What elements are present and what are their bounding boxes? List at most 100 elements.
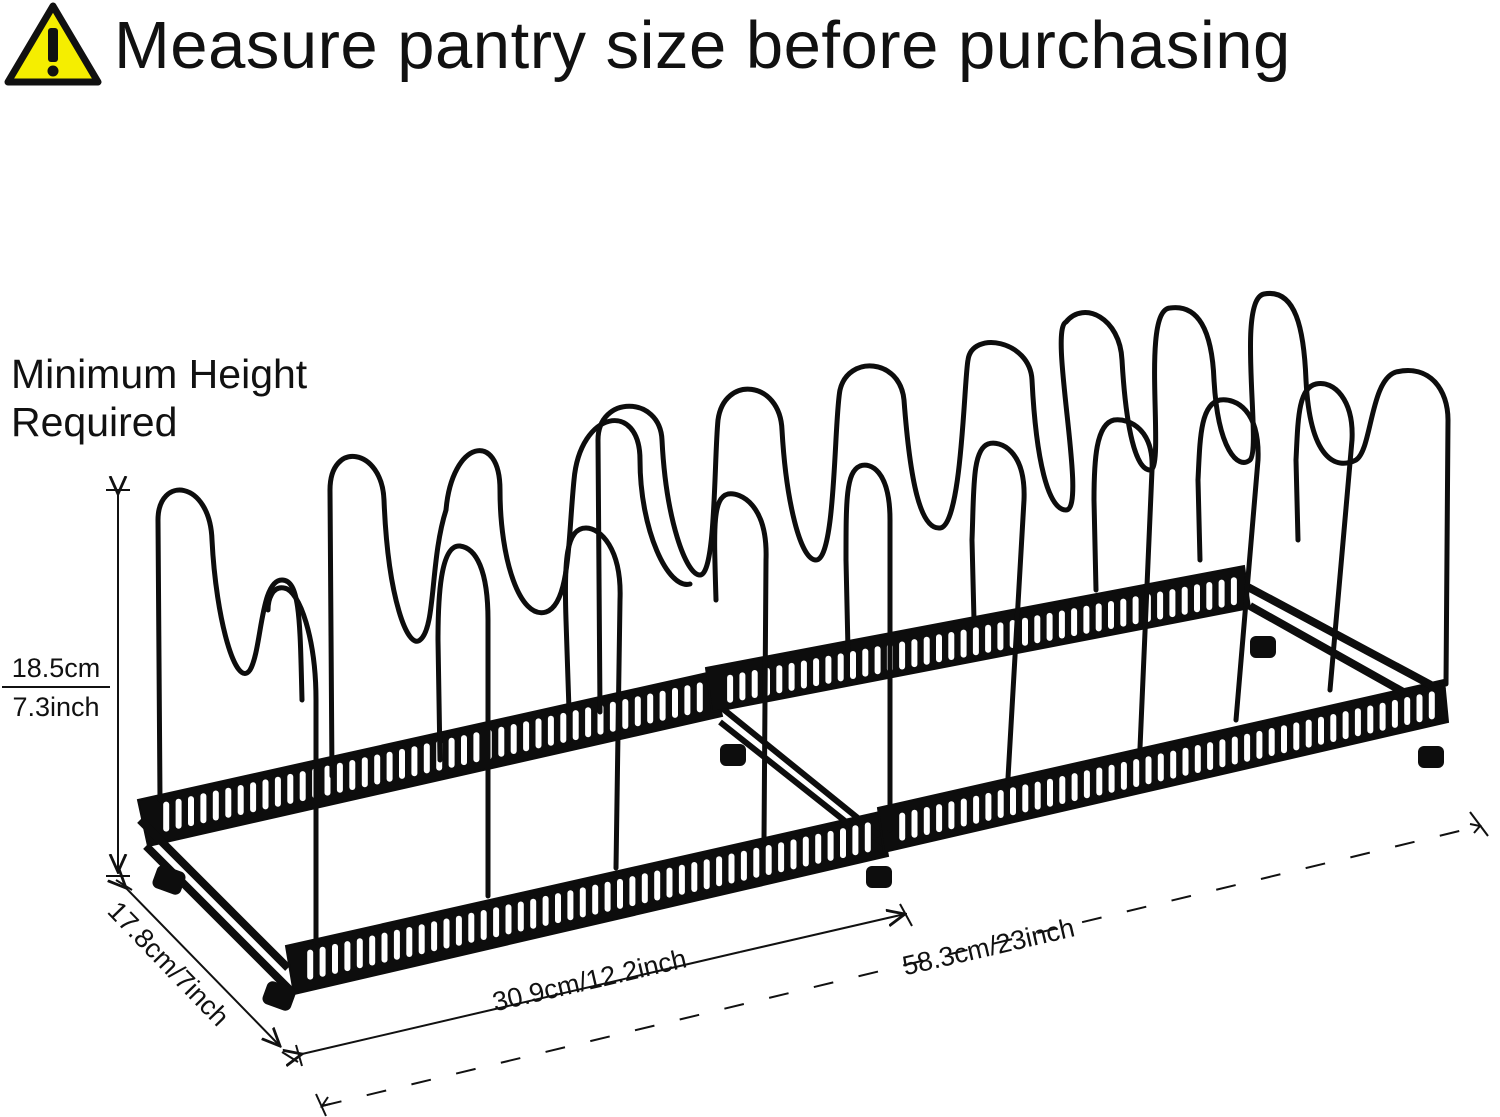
- rail-slot: [307, 949, 314, 980]
- rail-slot: [1071, 608, 1078, 637]
- rail-slot: [443, 918, 450, 949]
- rail-slot: [923, 636, 930, 665]
- rail-slot: [480, 910, 487, 940]
- minimum-height-line1: Minimum Height: [11, 351, 308, 397]
- rail-slot: [985, 624, 992, 653]
- rail-slot: [1071, 773, 1078, 802]
- rail-slot: [1281, 725, 1287, 754]
- rail-slot: [406, 927, 413, 957]
- rail-slot: [1218, 579, 1225, 608]
- rail-slot: [1034, 781, 1041, 810]
- rail-slot: [622, 699, 629, 729]
- rail-slot: [1231, 736, 1238, 765]
- rail-slot: [1181, 586, 1188, 615]
- rail-slot: [262, 779, 269, 810]
- rail-slot: [1059, 776, 1066, 804]
- rail-slot: [1244, 733, 1251, 762]
- rail-slot: [324, 765, 331, 796]
- rail-slot: [1391, 699, 1398, 728]
- rail-slot: [1206, 582, 1213, 610]
- page-title: Measure pantry size before purchasing: [114, 8, 1291, 83]
- rail-slot: [1367, 705, 1374, 734]
- rail-slot: [1133, 759, 1140, 787]
- rail-slot: [778, 842, 785, 873]
- rail-slot: [1022, 617, 1028, 646]
- rail-slot: [948, 632, 955, 660]
- rail-slot: [1268, 728, 1275, 756]
- rail-slot: [973, 795, 980, 824]
- rack-feet: [152, 636, 1444, 1011]
- rail-slot: [659, 690, 666, 721]
- rail-slot: [825, 655, 832, 684]
- min-length-dimension-line: [296, 903, 913, 1066]
- rail-slot: [535, 718, 542, 749]
- rail-slot: [852, 825, 859, 856]
- rail-slot: [960, 798, 967, 827]
- rail-slot: [629, 876, 636, 907]
- rail-slot: [1342, 711, 1349, 740]
- rail-slot: [1428, 691, 1435, 720]
- rail-slot: [911, 639, 918, 668]
- rail-slot: [1096, 767, 1103, 796]
- rail-slot: [604, 881, 611, 912]
- rail-slot: [972, 627, 979, 656]
- rail-slot: [299, 771, 306, 802]
- rail-slot: [530, 898, 537, 929]
- rail-slot: [813, 658, 820, 687]
- rail-slot: [542, 895, 549, 926]
- rail-slot: [567, 890, 574, 921]
- rail-slot: [393, 929, 400, 960]
- rail-slot: [468, 912, 475, 943]
- rail-slot: [1120, 761, 1127, 790]
- rail-slot: [1169, 589, 1176, 618]
- rail-slot: [740, 850, 747, 881]
- rail-slot: [1108, 764, 1115, 793]
- rail-slot: [274, 776, 281, 807]
- rail-slot: [751, 670, 758, 698]
- height-cm-label: 18.5cm: [11, 653, 101, 683]
- rail-slot: [163, 801, 170, 832]
- rail-slot: [1108, 601, 1114, 629]
- rail-slot: [1330, 714, 1337, 742]
- rail-slot: [585, 707, 592, 738]
- rail-slot: [985, 792, 992, 821]
- rail-slot: [739, 672, 746, 701]
- rail-slot: [493, 907, 500, 938]
- rail-slot: [1120, 598, 1127, 627]
- max-length-dimension-line: [315, 811, 1489, 1117]
- rail-slot: [1256, 730, 1263, 759]
- rail-slot: [175, 798, 182, 829]
- rail-slot: [936, 634, 942, 663]
- rail-slot: [418, 924, 425, 955]
- rail-slot: [592, 884, 599, 915]
- rail-slot: [381, 932, 388, 963]
- rail-slot: [641, 873, 648, 904]
- rail-slot: [874, 646, 881, 675]
- rail-slot: [840, 828, 846, 859]
- rail-slot: [1145, 756, 1152, 785]
- rail-slot: [691, 862, 698, 892]
- rail-slot: [510, 724, 517, 754]
- rail-slot: [609, 701, 616, 732]
- rail-slot: [423, 743, 430, 774]
- rail-slot: [1379, 702, 1386, 731]
- rail-slot: [1354, 708, 1361, 737]
- rail-slot: [827, 830, 834, 861]
- minimum-height-line2: Required: [11, 399, 178, 445]
- rail-slot: [997, 790, 1004, 818]
- rail-slot: [349, 760, 356, 790]
- rail-slot: [188, 796, 194, 827]
- rail-slot: [647, 693, 654, 724]
- rail-slot: [250, 782, 257, 813]
- rail-slot: [634, 696, 641, 727]
- rail-slot: [899, 812, 906, 841]
- rail-slot: [1157, 591, 1164, 620]
- rail-slot: [666, 867, 673, 898]
- rail-slot: [776, 665, 783, 694]
- rail-slot: [572, 710, 579, 741]
- rail-slot: [997, 622, 1004, 651]
- rail-slot: [716, 856, 723, 887]
- height-fraction-rule: [2, 686, 110, 688]
- rail-slot: [1194, 584, 1200, 613]
